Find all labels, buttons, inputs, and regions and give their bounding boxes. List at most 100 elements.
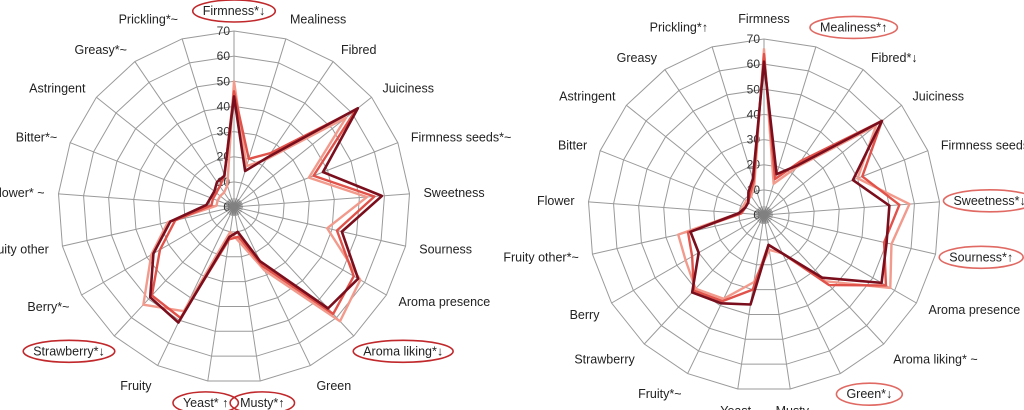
grid-spoke xyxy=(763,46,817,216)
axis-label: Fibred*↓ xyxy=(871,51,918,65)
grid-ring xyxy=(57,30,411,382)
grid-spoke xyxy=(763,214,841,374)
grid-spoke xyxy=(626,104,765,216)
radar-grid xyxy=(57,30,411,382)
grid-spoke xyxy=(763,69,864,216)
axis-label: Berry xyxy=(570,308,601,322)
grid-spoke xyxy=(233,61,334,208)
grid-spoke xyxy=(233,96,372,208)
axis-label: Fruity other xyxy=(0,242,49,256)
tick-label: 70 xyxy=(747,32,761,46)
series-line xyxy=(148,95,384,324)
grid-ring xyxy=(688,139,840,291)
axis-labels: Firmness*↓MealinessFibredJuicinessFirmne… xyxy=(0,0,511,410)
axis-label: Musty*↑ xyxy=(240,396,284,410)
axis-label: Aroma liking*↓ xyxy=(363,344,443,358)
series-line xyxy=(142,80,369,323)
highlight-ellipse xyxy=(229,391,296,410)
tick-label: 40 xyxy=(217,99,231,113)
axis-label: Fibred xyxy=(341,43,376,57)
series-line xyxy=(689,60,891,306)
grid-ring xyxy=(713,164,815,266)
tick-label: 30 xyxy=(217,125,231,139)
grid-ring xyxy=(587,38,941,390)
axis-label: Strawberry xyxy=(574,352,635,366)
grid-spoke xyxy=(611,214,765,304)
center-hub xyxy=(755,206,773,224)
grid-spoke xyxy=(69,142,235,208)
grid-spoke xyxy=(233,206,311,366)
axis-label: Greasy xyxy=(617,51,658,65)
series-group xyxy=(677,47,911,306)
grid-spoke xyxy=(687,214,765,374)
grid-spoke xyxy=(588,201,765,216)
grid-ring xyxy=(158,131,310,283)
axis-label: Astringent xyxy=(29,82,86,96)
axis-label: Sourness*↑ xyxy=(949,250,1013,264)
tick-label: 60 xyxy=(747,57,761,71)
axis-label: Greasy*~ xyxy=(75,43,127,57)
axis-label: Fruity*~ xyxy=(638,387,681,401)
axis-label: Firmness seeds*~ xyxy=(411,131,511,145)
axis-label: Green xyxy=(316,379,351,393)
grid-spoke xyxy=(711,46,765,216)
grid-spoke xyxy=(643,214,765,345)
grid-spoke xyxy=(233,206,406,247)
tick-label: 70 xyxy=(217,24,231,38)
grid-spoke xyxy=(599,150,765,216)
axis-label: Musty xyxy=(776,404,810,410)
tick-label: 40 xyxy=(747,107,761,121)
center-hub xyxy=(225,198,243,216)
axis-label: Sweetness*↓ xyxy=(953,194,1024,208)
highlight-ellipse xyxy=(809,15,899,40)
radar-chart-right: 010203040506070FirmnessMealiness*↑Fibred… xyxy=(503,12,1024,410)
grid-spoke xyxy=(233,142,399,208)
axis-label: Sweetness xyxy=(423,186,484,200)
axis-label: Green*↓ xyxy=(846,387,892,401)
axis-label: Aroma liking* ~ xyxy=(893,352,977,366)
grid-spoke xyxy=(181,38,235,208)
highlight-ellipse xyxy=(172,391,240,410)
series-line xyxy=(150,90,376,320)
radar-grid xyxy=(587,38,941,390)
axis-label: Prickling*↑ xyxy=(650,20,708,34)
axis-label: Yeast* ↑ xyxy=(183,396,228,410)
grid-spoke xyxy=(113,206,235,337)
axis-labels: FirmnessMealiness*↑Fibred*↓JuicinessFirm… xyxy=(503,12,1024,410)
highlight-ellipse xyxy=(22,339,116,364)
tick-label: 60 xyxy=(217,49,231,63)
axis-label: Fruity other*~ xyxy=(503,250,578,264)
axis-label: Fruity xyxy=(120,379,152,393)
grid-ring xyxy=(613,63,915,365)
axis-label: Bitter xyxy=(558,139,587,153)
highlight-ellipse xyxy=(835,382,904,406)
highlight-ellipse xyxy=(191,0,277,23)
axis-label: Bitter*~ xyxy=(16,131,57,145)
highlight-ellipse xyxy=(352,339,454,364)
grid-spoke xyxy=(233,38,287,208)
axis-label: Firmness xyxy=(738,12,789,26)
radar-chart-left: 010203040506070Firmness*↓MealinessFibred… xyxy=(0,0,511,410)
grid-spoke xyxy=(763,214,936,255)
highlight-ellipse xyxy=(942,189,1024,213)
axis-label: Firmness*↓ xyxy=(203,4,266,18)
tick-label: 50 xyxy=(747,82,761,96)
axis-label: Strawberry*↓ xyxy=(33,344,105,358)
axis-label: Astringent xyxy=(559,90,616,104)
axis-label: Juiciness xyxy=(913,90,964,104)
axis-label: Prickling*~ xyxy=(119,12,178,26)
grid-spoke xyxy=(62,206,235,247)
axis-label: Sourness xyxy=(419,242,472,256)
axis-label: Mealiness xyxy=(290,12,346,26)
hub-ray xyxy=(763,212,773,216)
axis-label: Aroma presence xyxy=(399,295,491,309)
grid-spoke xyxy=(96,96,235,208)
tick-label: 50 xyxy=(217,74,231,88)
axis-label: Yeast xyxy=(720,404,751,410)
grid-spoke xyxy=(81,206,235,296)
axis-label: Flower* ~ xyxy=(0,186,45,200)
series-group xyxy=(142,80,384,324)
hub-ray xyxy=(233,204,243,208)
axis-label: Mealiness*↑ xyxy=(820,20,887,34)
